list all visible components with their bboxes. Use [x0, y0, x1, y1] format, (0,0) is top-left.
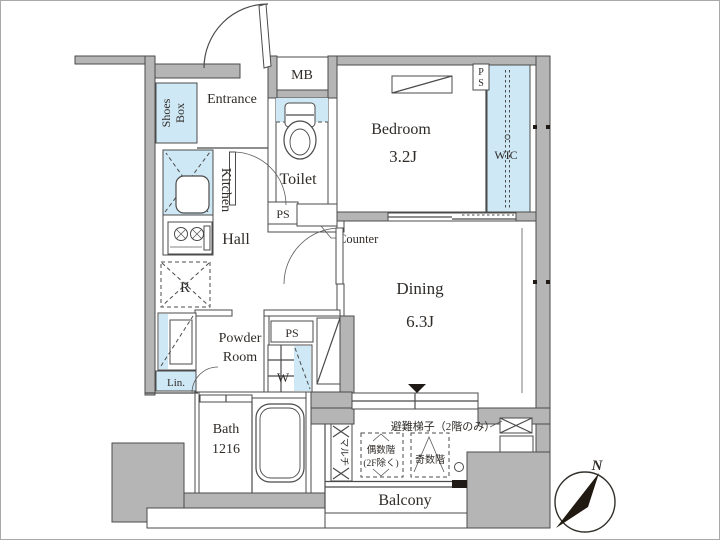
balcony-rails	[324, 424, 468, 529]
wall-powder-top-right	[263, 309, 341, 317]
shoes-box-label-line1: Shoes	[159, 98, 173, 127]
wall-bath-left	[194, 391, 200, 494]
hatch-lower-box	[499, 435, 534, 453]
wall-mb-right	[327, 55, 338, 99]
compass-circle	[554, 471, 616, 533]
mb-box	[276, 56, 329, 91]
dining-window	[351, 392, 479, 410]
wall-right	[535, 55, 551, 456]
entrance-door	[203, 3, 272, 69]
kitchen-sink	[175, 175, 210, 214]
bedroom-size: 3.2J	[389, 147, 417, 166]
bedroom-label: Bedroom	[371, 121, 431, 138]
toilet-label: Toilet	[279, 171, 317, 188]
evacuation-ladder-label: 避難梯子（2階のみ）	[391, 419, 496, 433]
multi-label: マルチ	[338, 438, 349, 467]
counter-label: Counter	[338, 232, 379, 246]
hall-door	[229, 151, 287, 206]
dining-door	[283, 227, 344, 285]
powder-room-label-line2: Room	[223, 350, 257, 365]
even-floor-line2: (2F除く)	[363, 457, 398, 469]
wic-hanger-pipe	[504, 70, 511, 210]
wall-bath-right	[305, 391, 312, 494]
dining-size: 6.3J	[406, 312, 434, 331]
even-floor-line1: 偶数階	[367, 444, 396, 456]
lower-left-ledge	[146, 507, 326, 529]
odd-floor-label: 奇数階	[415, 453, 445, 466]
bedroom-window-symbol	[391, 75, 453, 94]
wall-block-bottom-right	[466, 451, 551, 529]
powder-room-label-line1: Powder	[219, 331, 262, 346]
evacuation-hatch-box	[499, 417, 533, 434]
washer-box	[267, 344, 313, 393]
kitchen-label: Kitchen	[218, 168, 233, 212]
mb-label: MB	[291, 68, 313, 83]
ps-powder-box	[270, 320, 314, 343]
wall-stub-top-left	[74, 55, 146, 65]
wall-mb-bottom	[276, 89, 329, 99]
odd-floor-hatch	[410, 432, 450, 478]
counter-box	[296, 203, 338, 227]
shoes-box-label-line2: Box	[173, 103, 187, 123]
dimension-ticks	[533, 125, 550, 284]
dining-label: Dining	[396, 279, 444, 298]
wall-top-entrance	[154, 63, 241, 79]
wall-below-washer-column	[310, 391, 353, 411]
hall-label: Hall	[222, 231, 250, 248]
entrance-label: Entrance	[207, 92, 257, 107]
bath-label: Bath	[213, 422, 239, 437]
ps-bedroom-box	[472, 63, 490, 91]
interior-walls	[194, 97, 345, 494]
ps-powder-label: PS	[285, 326, 298, 340]
powder-door-arc	[191, 366, 219, 394]
bedroom-dining-sliding-door	[387, 212, 517, 222]
even-floor-hatch	[360, 432, 404, 478]
wic-area	[486, 64, 531, 213]
linen-box	[155, 370, 197, 392]
window-marker-triangle	[408, 384, 426, 393]
balcony-label: Balcony	[378, 492, 431, 509]
linen-label: Lin.	[167, 377, 185, 389]
compass-north-label: N	[591, 458, 604, 474]
compass-needle	[556, 473, 599, 528]
duct-shaft	[316, 317, 341, 385]
bath-sliding-door	[199, 394, 253, 403]
ladder-leader	[489, 420, 503, 428]
wall-top-bedroom	[336, 55, 551, 66]
refrigerator-space	[160, 261, 211, 308]
bath-size: 1216	[212, 442, 240, 457]
wic-label: WIC	[494, 148, 517, 162]
ps-bedroom-s: S	[478, 78, 484, 89]
wall-powder-top-left	[194, 309, 233, 317]
wall-under-bath	[183, 492, 326, 509]
shoes-box	[155, 82, 198, 144]
ps-toilet-label: PS	[276, 207, 289, 221]
wall-south-left	[309, 407, 355, 425]
bathtub	[255, 403, 305, 483]
washer-label: W	[277, 370, 290, 385]
balcony-drain	[454, 462, 464, 472]
wall-left	[144, 55, 156, 396]
toilet-fixture	[283, 102, 317, 160]
ps-bedroom-p: P	[478, 67, 484, 78]
compass: N	[554, 458, 616, 533]
kitchen-stove	[167, 221, 213, 255]
powder-vanity	[157, 312, 197, 371]
refrigerator-label: R	[180, 280, 190, 296]
